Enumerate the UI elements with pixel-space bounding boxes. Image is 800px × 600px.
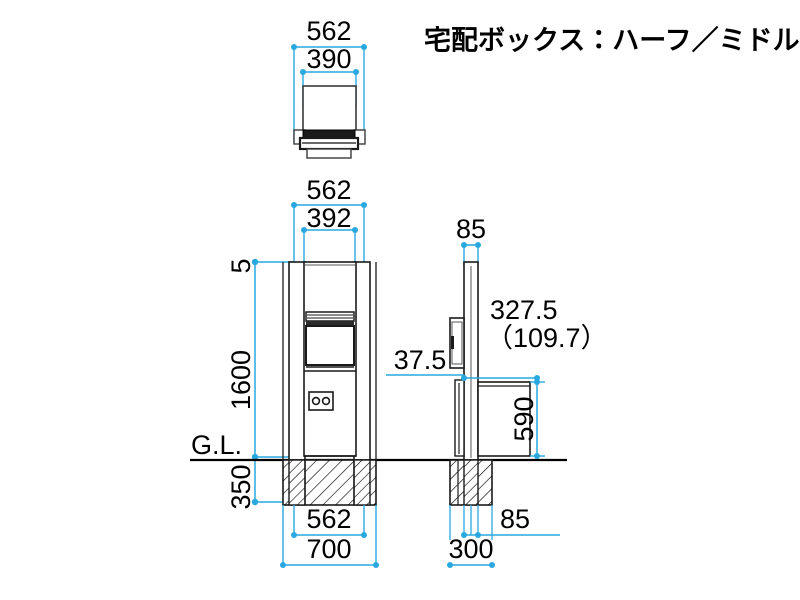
front-dim-392: 392 — [301, 203, 358, 262]
front-dim-1600-label: 1600 — [226, 350, 256, 410]
side-dim-327-5: 327.5 （109.7） — [461, 295, 608, 381]
side-dim-590-label: 590 — [509, 396, 539, 441]
side-section-view: 85 37.5 — [386, 214, 608, 568]
front-vertical-dim-chain: 5 1600 350 — [226, 258, 295, 510]
front-dim-562-top: 562 — [291, 175, 367, 262]
front-panel-hole-right — [321, 396, 331, 406]
front-dim-562-bottom: 562 — [291, 504, 367, 538]
plan-dim-562: 562 — [291, 16, 367, 142]
front-elevation-view: 562 392 5 — [190, 175, 567, 568]
front-dim-350-label: 350 — [226, 464, 256, 509]
plan-body — [302, 85, 357, 133]
side-dim-300: 300 — [447, 534, 495, 568]
front-dim-562-bottom-label: 562 — [306, 504, 351, 534]
plan-dim-390-label: 390 — [306, 44, 351, 74]
side-dim-37-5: 37.5 — [386, 345, 464, 376]
drawing-title: 宅配ボックス：ハーフ／ミドル — [424, 26, 800, 57]
front-dim-5-label: 5 — [226, 258, 256, 273]
side-upper-detail — [449, 317, 465, 369]
front-dim-700-label: 700 — [306, 534, 351, 564]
front-post-left — [288, 261, 306, 461]
side-dim-85-bottom-label: 85 — [500, 504, 530, 534]
ground-level-label: G.L. — [191, 430, 242, 460]
side-foundation — [449, 459, 493, 506]
plan-view: 562 390 — [291, 16, 367, 159]
side-dim-85-bottom: 85 — [449, 504, 560, 540]
front-dim-700: 700 — [280, 505, 379, 568]
front-dim-392-label: 392 — [306, 203, 351, 233]
side-dim-327-5-label: 327.5 — [490, 295, 558, 325]
plan-foot — [306, 148, 352, 159]
side-dim-109-7-label: （109.7） — [486, 323, 608, 353]
side-dim-300-label: 300 — [448, 534, 493, 564]
side-dim-85-top-label: 85 — [456, 214, 486, 244]
side-box-body — [477, 381, 531, 457]
side-dim-37-5-label: 37.5 — [394, 345, 447, 375]
plan-dark-band — [302, 129, 356, 139]
plan-dim-562-label: 562 — [306, 16, 351, 46]
front-foundation — [282, 459, 377, 506]
side-lower-detail — [454, 379, 465, 457]
front-dim-562-top-label: 562 — [306, 175, 351, 205]
front-control-panel — [308, 391, 334, 411]
side-dim-590: 590 — [509, 379, 545, 459]
front-delivery-slot — [304, 311, 356, 372]
front-panel-hole-left — [311, 396, 321, 406]
